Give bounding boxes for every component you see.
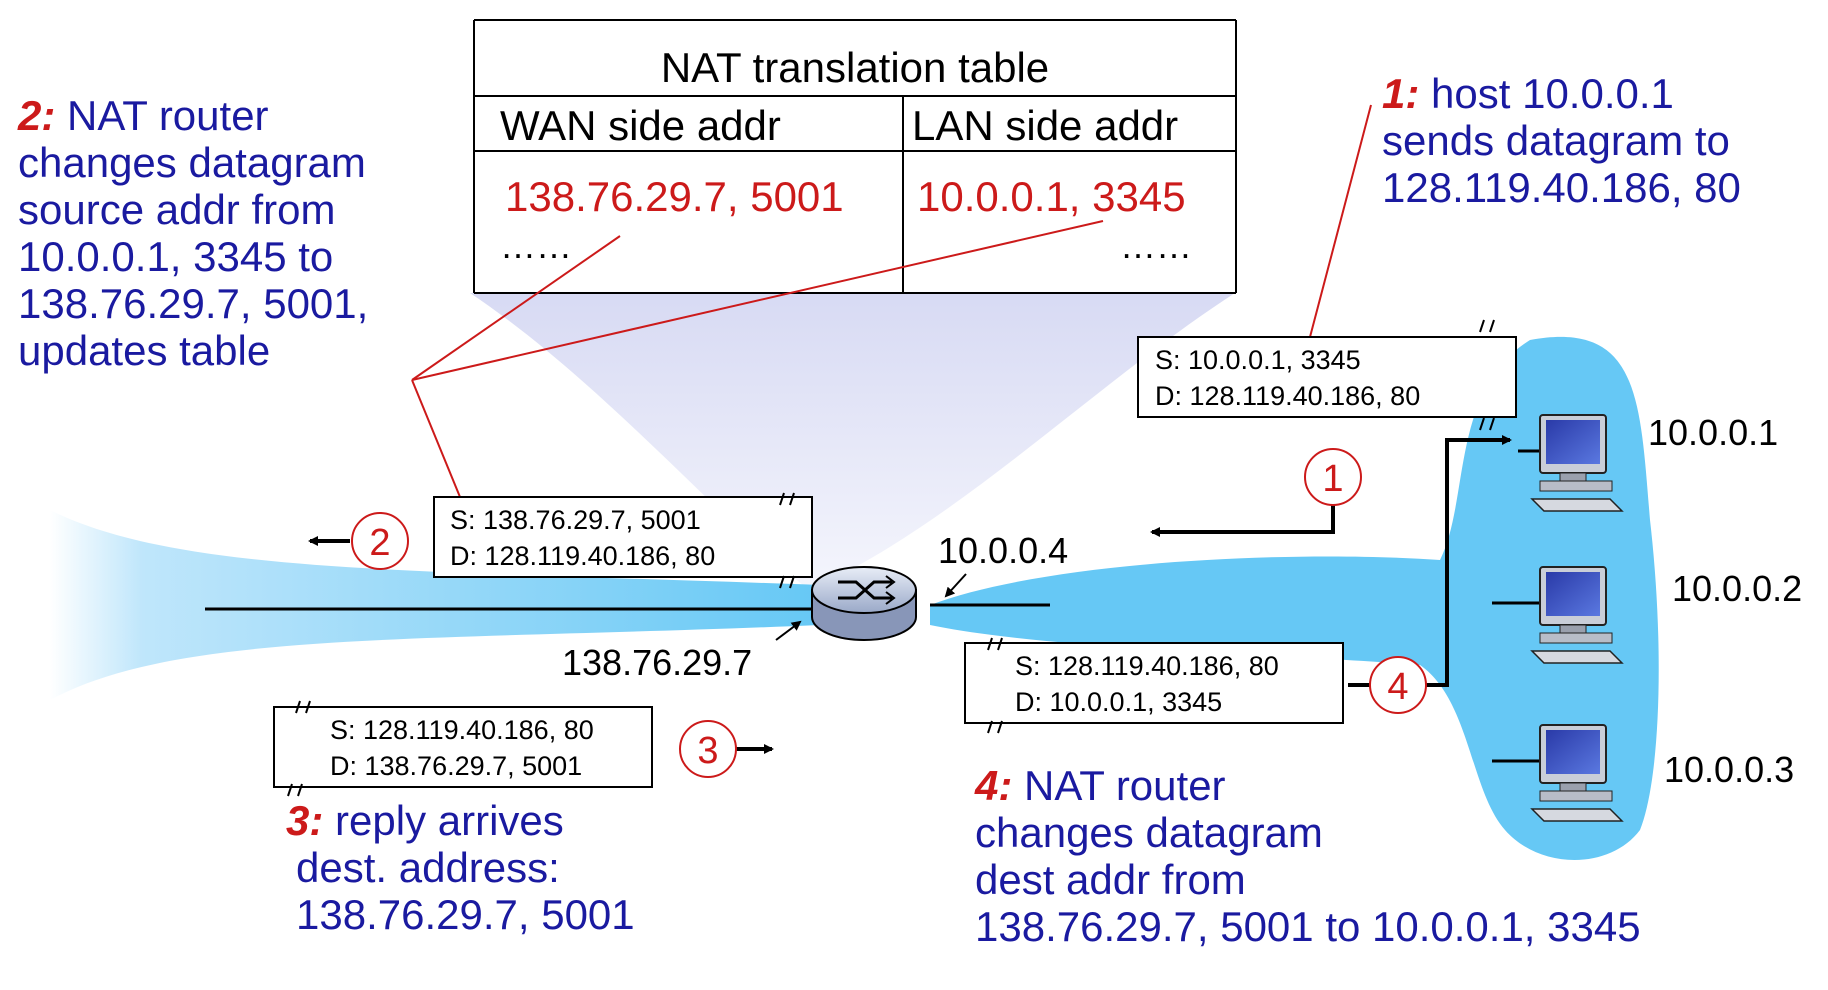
packet-box-2: [433, 492, 813, 589]
wan-network-band: [50, 510, 820, 700]
packet-3-text: S: 128.119.40.186, 80 D: 138.76.29.7, 50…: [330, 712, 594, 784]
step-number: 4: [1387, 666, 1408, 708]
packet-4-text: S: 128.119.40.186, 80 D: 10.0.0.1, 3345: [1015, 648, 1279, 720]
note-line: dest addr from: [975, 856, 1246, 903]
nat-table-frame: [473, 19, 1237, 294]
packet-source: S: 138.76.29.7, 5001: [450, 505, 701, 535]
host-computer-icon[interactable]: [1492, 724, 1624, 822]
nat-router-icon[interactable]: [811, 566, 917, 641]
note-line: 138.76.29.7, 5001: [296, 891, 635, 938]
lan-table-entry: 10.0.0.1, 3345: [917, 173, 1186, 220]
interface-pointers: [775, 573, 967, 641]
note-line: reply arrives: [335, 797, 564, 844]
note-step-number: 2:: [18, 92, 56, 139]
router-lan-address: 10.0.0.4: [938, 530, 1069, 571]
packet-box-4: [964, 637, 1344, 734]
note-step-4: 4: NAT router changes datagram dest addr…: [975, 762, 1641, 950]
note-step-2: 2: NAT router changes datagram source ad…: [18, 92, 368, 374]
host-3-address: 10.0.0.3: [1664, 749, 1795, 790]
packet-destination: D: 128.119.40.186, 80: [450, 541, 716, 571]
note-line: dest. address:: [296, 844, 560, 891]
step-number: 2: [369, 522, 390, 564]
step-circle-2: 2: [351, 512, 409, 570]
step-number: 3: [697, 730, 718, 772]
router-wan-address: 138.76.29.7: [562, 642, 753, 683]
note-line: 10.0.0.1, 3345 to: [18, 233, 334, 280]
note-line: source addr from: [18, 186, 336, 233]
step-circle-1: 1: [1304, 448, 1362, 506]
lan-column-header: LAN side addr: [912, 102, 1179, 149]
lan-table-ellipsis: ……: [1120, 225, 1192, 266]
host-2-address: 10.0.0.2: [1672, 568, 1803, 609]
packet-destination: D: 10.0.0.1, 3345: [1015, 687, 1223, 717]
packet-box-1: [1137, 319, 1517, 431]
packet-2-text: S: 138.76.29.7, 5001 D: 128.119.40.186, …: [450, 502, 715, 574]
packet-source: S: 128.119.40.186, 80: [1015, 651, 1279, 681]
note-step-1: 1: host 10.0.0.1 sends datagram to 128.1…: [1382, 70, 1741, 211]
note-line: changes datagram: [975, 809, 1323, 856]
step-circle-4: 4: [1369, 656, 1427, 714]
note-line: NAT router: [67, 92, 269, 139]
note-step-number: 1:: [1382, 70, 1420, 117]
packet-destination: D: 128.119.40.186, 80: [1155, 381, 1421, 411]
nat-table-title: NAT translation table: [660, 44, 1050, 91]
note-step-number: 3:: [286, 797, 324, 844]
note-line: changes datagram: [18, 139, 366, 186]
packet-destination: D: 138.76.29.7, 5001: [330, 751, 583, 781]
note-line: 138.76.29.7, 5001,: [18, 280, 369, 327]
host-computer-icon[interactable]: [1518, 414, 1624, 512]
note-line: updates table: [18, 327, 271, 374]
note-line: sends datagram to: [1382, 117, 1730, 164]
note-step-3: 3: reply arrives dest. address: 138.76.2…: [286, 797, 635, 938]
packet-source: S: 10.0.0.1, 3345: [1155, 345, 1361, 375]
callout-lines: [411, 104, 1372, 498]
table-funnel: [470, 293, 1235, 585]
packet-1-text: S: 10.0.0.1, 3345 D: 128.119.40.186, 80: [1155, 342, 1420, 414]
note-line: NAT router: [1024, 762, 1226, 809]
host-1-address: 10.0.0.1: [1648, 412, 1779, 453]
wan-table-ellipsis: ……: [500, 225, 572, 266]
lan-network-cloud: [930, 336, 1659, 860]
wan-column-header: WAN side addr: [500, 102, 781, 149]
wan-table-entry: 138.76.29.7, 5001: [505, 173, 844, 220]
note-line: host 10.0.0.1: [1431, 70, 1674, 117]
step-number: 1: [1322, 458, 1343, 500]
step-circle-3: 3: [679, 720, 737, 778]
packet-source: S: 128.119.40.186, 80: [330, 715, 594, 745]
note-line: 138.76.29.7, 5001 to 10.0.0.1, 3345: [975, 903, 1641, 950]
host-computer-icon[interactable]: [1492, 566, 1624, 664]
packet-box-3: [273, 700, 653, 797]
note-step-number: 4:: [975, 762, 1013, 809]
note-line: 128.119.40.186, 80: [1382, 164, 1741, 211]
